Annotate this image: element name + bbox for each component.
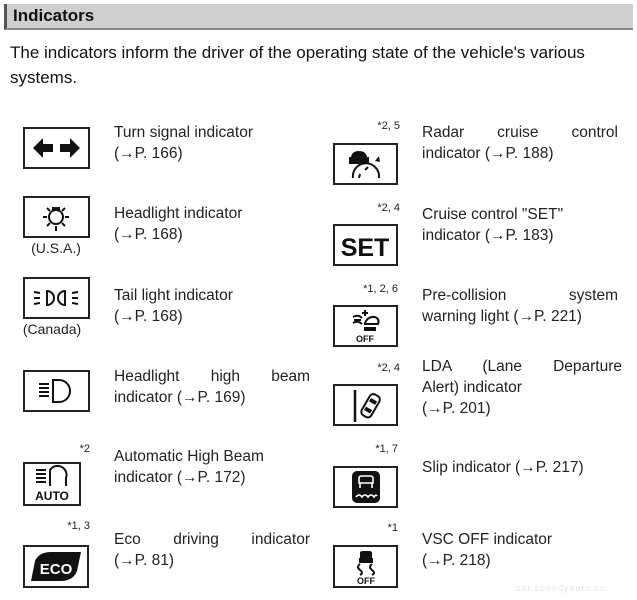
indicator-label: Eco driving indicator bbox=[114, 531, 310, 548]
indicator-label: VSC OFF indicator bbox=[422, 531, 553, 548]
region-label: (U.S.A.) bbox=[31, 240, 81, 256]
slip-icon bbox=[333, 466, 398, 508]
indicator-label: Headlight high beam bbox=[114, 368, 310, 385]
pre-collision-icon: OFF bbox=[333, 305, 398, 347]
indicator-label: Cruise control "SET" bbox=[422, 206, 564, 223]
svg-text:SET: SET bbox=[341, 234, 390, 262]
footnote-marker: *2, 4 bbox=[377, 362, 400, 374]
headlight-icon bbox=[23, 196, 90, 238]
intro-paragraph: The indicators inform the driver of the … bbox=[10, 43, 585, 87]
page-reference: indicator (→P. 169) bbox=[114, 389, 246, 406]
svg-text:ECO: ECO bbox=[40, 561, 73, 578]
page-reference: (→P. 81) bbox=[114, 552, 175, 569]
high-beam-icon bbox=[23, 370, 90, 412]
auto-high-beam-icon: AUTO bbox=[23, 462, 81, 506]
footnote-marker: *1, 7 bbox=[375, 443, 398, 455]
page-reference: (→P. 166) bbox=[114, 145, 183, 162]
footnote-marker: *2 bbox=[79, 443, 90, 455]
cruise-set-icon: SET bbox=[333, 224, 398, 266]
indicator-label: Tail light indicator bbox=[114, 287, 233, 304]
footnote-marker: *1, 3 bbox=[67, 520, 90, 532]
svg-text:AUTO: AUTO bbox=[35, 489, 69, 503]
page-reference: warning light (→P. 221) bbox=[422, 308, 582, 325]
footnote-marker: *2, 4 bbox=[377, 202, 400, 214]
indicator-label: LDA (Lane Departure bbox=[422, 358, 622, 375]
indicator-label: Automatic High Beam bbox=[114, 448, 264, 465]
page-reference: indicator (→P. 188) bbox=[422, 145, 554, 162]
footnote-marker: *1 bbox=[387, 522, 398, 534]
lda-icon bbox=[333, 384, 398, 426]
page-reference: indicator (→P. 172) bbox=[114, 469, 246, 486]
page-reference: (→P. 168) bbox=[114, 308, 183, 325]
indicator-label: Slip indicator (→P. 217) bbox=[422, 459, 584, 476]
indicator-label-continued: Alert) indicator bbox=[422, 379, 522, 396]
svg-text:OFF: OFF bbox=[356, 334, 374, 344]
watermark: car.speedyauto.cc bbox=[516, 583, 606, 593]
vsc-off-icon: OFF bbox=[333, 545, 398, 588]
indicator-label: Turn signal indicator bbox=[114, 124, 253, 141]
tail-light-icon bbox=[23, 277, 90, 319]
footnote-marker: *2, 5 bbox=[377, 120, 400, 132]
indicator-label: Pre-collision system bbox=[422, 287, 618, 304]
svg-text:OFF: OFF bbox=[357, 576, 375, 586]
eco-icon: ECO bbox=[23, 545, 89, 588]
section-title: Indicators bbox=[13, 6, 95, 25]
indicator-label: Radar cruise control bbox=[422, 124, 618, 141]
indicator-label: Headlight indicator bbox=[114, 205, 243, 222]
page-reference: (→P. 218) bbox=[422, 552, 491, 569]
section-header: Indicators bbox=[4, 4, 633, 30]
turn-signal-icon bbox=[23, 127, 90, 169]
page-reference: indicator (→P. 183) bbox=[422, 227, 554, 244]
footnote-marker: *1, 2, 6 bbox=[363, 283, 398, 295]
page-reference: (→P. 168) bbox=[114, 226, 183, 243]
radar-cruise-icon bbox=[333, 143, 398, 185]
region-label: (Canada) bbox=[22, 321, 82, 337]
page-reference: (→P. 201) bbox=[422, 400, 491, 417]
